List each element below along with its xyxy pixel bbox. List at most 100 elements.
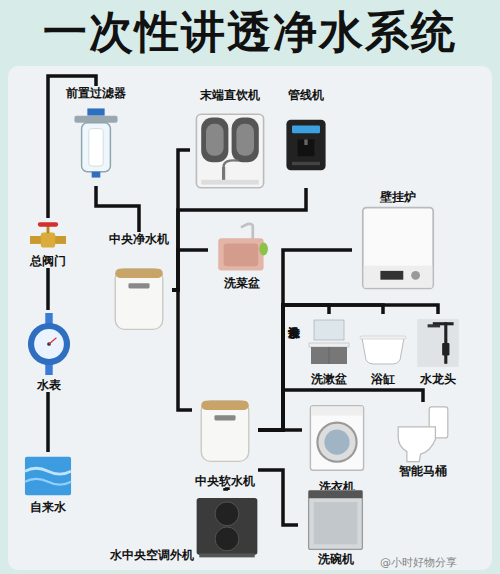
illustration-part: [47, 226, 50, 233]
device-illustration: [386, 402, 460, 464]
device-node: 洗漱盆: [304, 314, 354, 386]
device-node: 中央软水机: [192, 388, 258, 488]
illustration-part: [292, 162, 320, 165]
illustration-part: [89, 129, 103, 166]
illustration-part: [206, 124, 224, 156]
illustration-part: [364, 266, 433, 288]
illustration-part: [362, 338, 404, 364]
illustration-part: [41, 232, 55, 247]
illustration-part: [314, 502, 358, 544]
device-node: 水龙头: [412, 314, 464, 386]
illustration-part: [197, 498, 258, 555]
illustration-part: [196, 114, 263, 188]
device-label: 壁挂炉: [380, 190, 416, 204]
illustration-part: [74, 116, 117, 123]
device-label: 中央净水机: [109, 232, 169, 246]
device-illustration: [358, 314, 408, 372]
illustration-part: [309, 491, 363, 550]
illustration-part: [259, 243, 268, 256]
illustration-part: [25, 468, 71, 474]
water-pipe: [96, 186, 139, 232]
illustration-part: [215, 502, 239, 526]
device-node: 水中央空调外机: [110, 490, 260, 564]
illustration-part: [317, 423, 356, 462]
illustration-part: [417, 319, 459, 367]
device-illustration: [304, 314, 354, 372]
device-illustration: [60, 100, 132, 186]
device-illustration: [20, 218, 76, 254]
device-node: 洗衣机: [302, 396, 372, 494]
illustration-part: [428, 324, 440, 327]
inner-panel: [8, 66, 492, 570]
label-column: 水中央空调外机: [110, 548, 194, 564]
water-pipe: [172, 290, 192, 410]
illustration-part: [199, 553, 254, 557]
watermark: @小时好物分享: [380, 556, 498, 570]
illustration-part: [201, 401, 249, 462]
illustration-part: [380, 271, 403, 280]
illustration-part: [309, 343, 349, 347]
illustration-part: [292, 125, 320, 133]
illustration-part: [87, 108, 104, 115]
device-node: 壁挂炉: [352, 190, 444, 292]
water-pipe: [46, 392, 50, 452]
illustration-part: [324, 430, 349, 455]
water-pipe: [172, 150, 190, 290]
illustration-part: [115, 269, 163, 330]
device-illustration: [194, 490, 260, 564]
illustration-part: [232, 117, 259, 162]
illustration-part: [360, 336, 406, 339]
water-pipe: [258, 305, 438, 430]
device-illustration: [106, 246, 172, 352]
device-illustration: [352, 204, 444, 292]
device-node: 末端直饮机: [190, 88, 270, 200]
device-label: 总阀门: [30, 254, 66, 268]
water-pipe: [258, 470, 298, 525]
device-node: 洗菜盆: [208, 222, 276, 290]
illustration-part: [236, 124, 254, 156]
device-label: 洗漱盆: [311, 372, 347, 386]
illustration-part: [310, 406, 363, 470]
illustration-part: [28, 323, 70, 365]
device-node: 中央净水机: [106, 232, 172, 352]
device-illustration: [192, 388, 258, 474]
illustration-part: [38, 222, 58, 226]
water-pipe: [258, 250, 352, 430]
illustration-part: [215, 527, 239, 551]
illustration-part: [201, 117, 228, 162]
device-label: 水龙头: [420, 372, 456, 386]
water-pipe: [225, 488, 228, 490]
illustration-part: [363, 208, 433, 289]
illustration-part: [241, 224, 253, 239]
illustration-part: [329, 347, 330, 364]
illustration-part: [25, 457, 71, 495]
illustration-part: [49, 338, 56, 344]
illustration-part: [201, 180, 259, 185]
illustration-part: [298, 139, 315, 156]
illustration-part: [304, 139, 307, 145]
illustration-part: [82, 123, 111, 172]
device-label: 中央软水机: [195, 474, 255, 488]
device-illustration: [12, 452, 84, 500]
device-illustration: [302, 396, 372, 480]
device-illustration: [278, 102, 334, 188]
illustration-part: [224, 160, 238, 167]
illustration-part: [128, 283, 149, 288]
illustration-part: [286, 120, 325, 170]
device-illustration: [298, 488, 373, 552]
illustration-part: [115, 269, 163, 278]
device-node: 浴缸: [358, 314, 408, 386]
device-node: 智能马桶: [386, 402, 460, 478]
illustration-part: [411, 271, 420, 280]
device-label: 智能马桶: [399, 464, 447, 478]
device-node: 前置过滤器: [60, 86, 132, 186]
illustration-part: [214, 415, 235, 420]
diagram-title: 一次性讲透净水系统: [0, 4, 500, 60]
device-label: 洗碗机: [318, 552, 354, 566]
device-label: 自来水: [30, 500, 66, 514]
device-illustration: [190, 102, 270, 200]
device-illustration: [18, 310, 80, 378]
illustration-part: [25, 479, 71, 485]
device-node: 总阀门: [20, 218, 76, 268]
